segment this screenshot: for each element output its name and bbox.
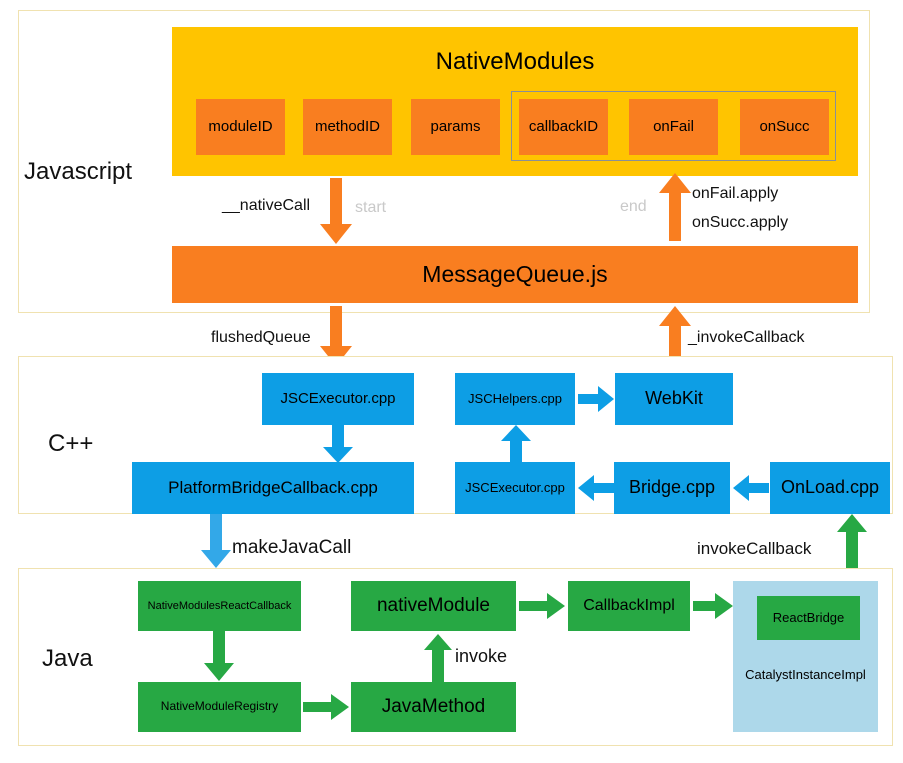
param-box-onsucc: onSucc [740,99,829,155]
flushed-queue-label: flushedQueue [211,329,311,346]
onsucc-apply-label: onSucc.apply [692,214,789,231]
make-java-call-label: makeJavaCall [232,537,352,558]
invoke-callback-java-arrow-icon [837,514,867,568]
reactcallback-to-registry-arrow-icon [204,631,234,681]
invoke-callback-cpp-arrow-icon [659,306,691,366]
cpp-box-jsc-executor-top: JSCExecutor.cpp [262,373,414,425]
callback-apply-arrow-icon [659,173,691,241]
invoke-label: invoke [455,646,508,666]
layer-label-java: Java [42,645,93,672]
native-call-label: __nativeCall [222,197,311,214]
cpp-box-platform-bridge-callback: PlatformBridgeCallback.cpp [132,462,414,514]
java-box-native-modules-react-callback: NativeModulesReactCallback [138,581,301,631]
java-box-java-method: JavaMethod [351,682,516,732]
invoke-callback-java-label: invokeCallback [697,539,812,558]
native-call-arrow-icon [320,178,352,244]
javamethod-to-nativemodule-arrow-icon [424,634,452,682]
cpp-box-bridge: Bridge.cpp [614,462,730,514]
java-box-native-module-registry: NativeModuleRegistry [138,682,301,732]
java-box-callback-impl: CallbackImpl [568,581,690,631]
bridge-to-jscexecutor-arrow-icon [578,475,614,501]
nativemodule-to-callbackimpl-arrow-icon [519,593,565,619]
java-box-native-module: nativeModule [351,581,516,631]
registry-to-javamethod-arrow-icon [303,694,349,720]
end-tag-label: end [620,198,647,215]
layer-label-javascript: Javascript [24,158,133,185]
callbackimpl-to-reactbridge-arrow-icon [693,593,733,619]
make-java-call-arrow-icon [201,514,231,568]
layer-label-cpp: C++ [48,430,94,457]
onfail-apply-label: onFail.apply [692,185,779,202]
param-box-params: params [411,99,500,155]
start-tag-label: start [355,199,387,216]
message-queue-box: MessageQueue.js [172,246,858,303]
param-box-callbackid: callbackID [519,99,608,155]
jscexecutor-to-jschelpers-arrow-icon [501,425,531,463]
param-box-moduleid: moduleID [196,99,285,155]
invoke-callback-cpp-label: _invokeCallback [688,329,805,346]
param-box-onfail: onFail [629,99,718,155]
native-modules-title: NativeModules [435,48,595,75]
flushed-queue-arrow-icon [320,306,352,366]
onload-to-bridge-arrow-icon [733,475,769,501]
cpp-box-onload: OnLoad.cpp [770,462,890,514]
jschelpers-to-webkit-arrow-icon [578,386,614,412]
jscexecutor-to-platformbridge-arrow-icon [323,425,353,463]
cpp-box-jsc-executor-bottom: JSCExecutor.cpp [455,462,575,514]
java-box-react-bridge: ReactBridge [757,596,860,640]
cpp-box-webkit: WebKit [615,373,733,425]
param-box-methodid: methodID [303,99,392,155]
cpp-box-jsc-helpers: JSCHelpers.cpp [455,373,575,425]
catalyst-instance-impl-label: CatalystInstanceImpl [745,667,866,682]
callback-group-outline [511,91,836,161]
